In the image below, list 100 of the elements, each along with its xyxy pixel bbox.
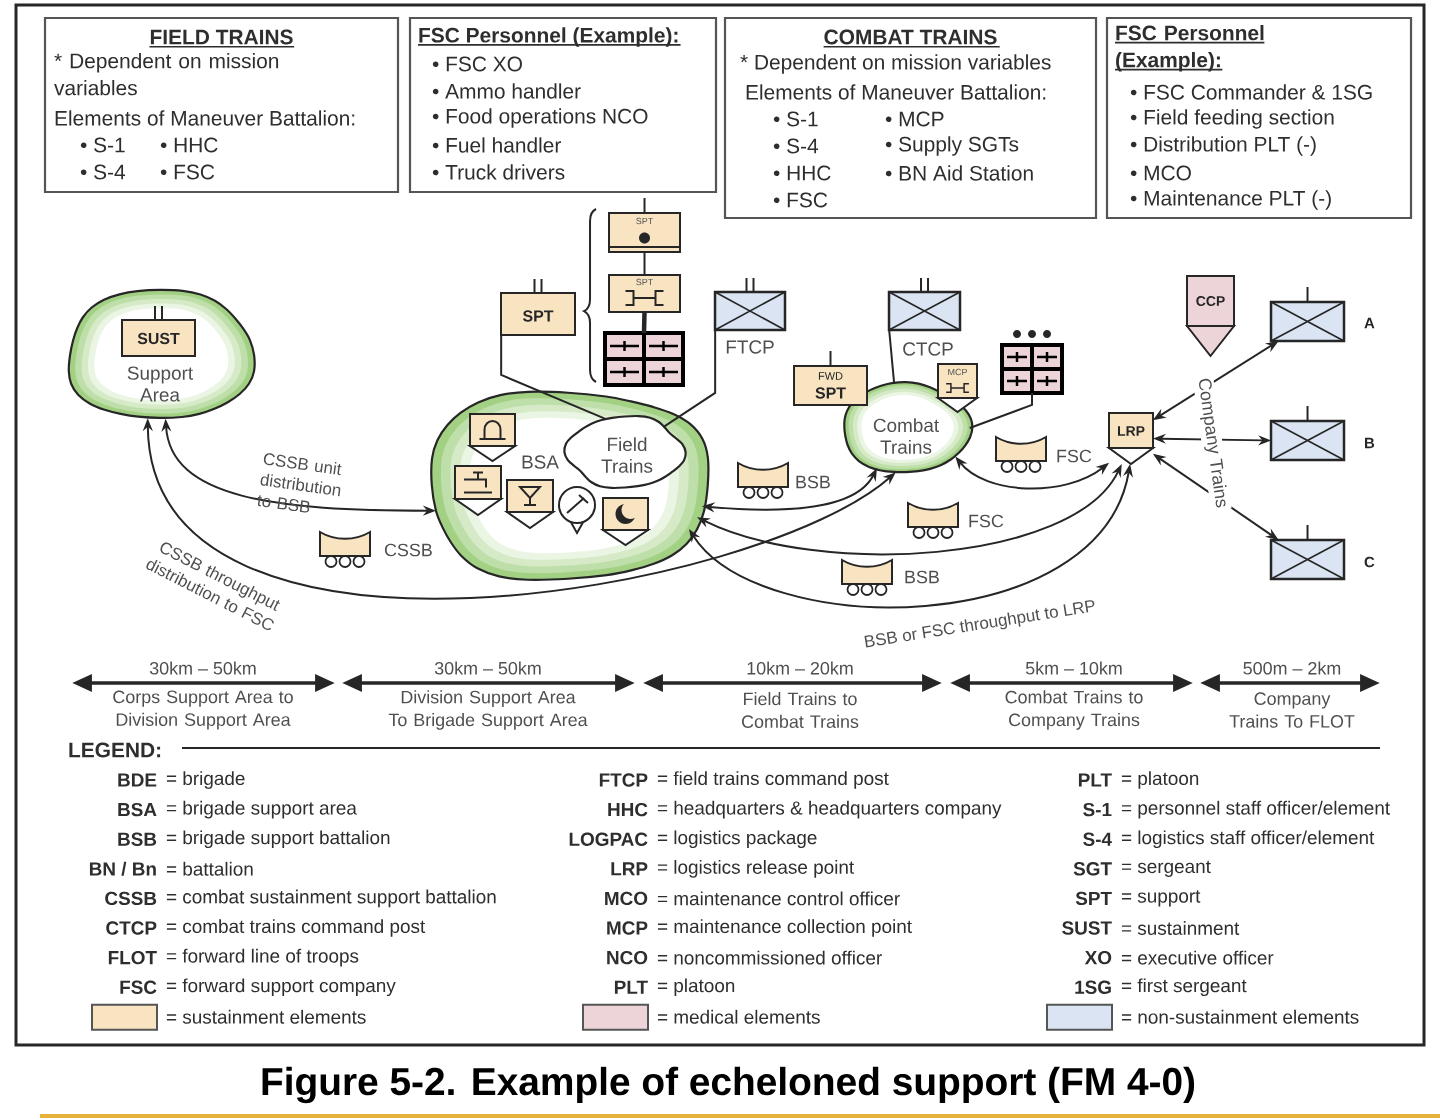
company-letter: C	[1364, 556, 1375, 568]
list-item: • FSC	[160, 164, 215, 180]
legend-text: = medical elements	[657, 1009, 820, 1024]
list-item: • S-1	[773, 111, 818, 127]
span-label: Division Support Area To Brigade Support Area	[388, 690, 588, 730]
definition: = maintenance collection point	[657, 919, 912, 937]
span-label: Combat Trains to Company Trains	[1005, 690, 1143, 730]
abbreviation: PLT	[614, 980, 648, 994]
medical-symbol	[603, 331, 685, 387]
definition: = combat trains command post	[166, 919, 426, 937]
definition: = logistics package	[657, 830, 817, 849]
list-item: • BN Aid Station	[885, 165, 1033, 181]
unit-box: SPT	[500, 292, 576, 336]
edge-label: BSB or FSC throughput to LRP	[864, 600, 1095, 648]
abbreviation: MCP	[607, 921, 648, 935]
list-item: • Supply SGTs	[885, 136, 1019, 156]
definition: = sustainment	[1121, 921, 1240, 935]
unit-label: FTCP	[726, 340, 774, 354]
legend-text: = sustainment elements	[166, 1009, 366, 1024]
unit-label: CSSB	[384, 543, 432, 557]
span-label: Field Trains to Combat Trains	[742, 692, 859, 728]
distance-label: 500m – 2km	[1243, 661, 1341, 675]
unit-label: BSB	[796, 475, 830, 489]
caption: Figure 5-2. Example of echeloned support (FM 4-0)	[262, 1066, 1195, 1104]
abbreviation: CTCP	[106, 921, 157, 935]
connector-line	[643, 250, 646, 277]
definition: = platoon	[1121, 771, 1199, 789]
box-heading: FIELD TRAINS	[148, 29, 295, 48]
definition: = battalion	[166, 861, 253, 876]
company-letter: A	[1364, 317, 1375, 329]
definition: = maintenance control officer	[657, 891, 900, 906]
list-item: • Food operations NCO	[432, 108, 648, 128]
list-item: • HHC	[773, 165, 831, 181]
abbreviation: HHC	[608, 802, 648, 817]
abbreviation: FSC	[120, 980, 157, 994]
list-item: • FSC XO	[432, 56, 522, 72]
definition: = logistics release point	[657, 860, 855, 878]
unit-label: BSB	[905, 570, 939, 584]
span-label: Company Trains To FLOT	[1229, 692, 1355, 728]
list-item: • S-4	[773, 138, 819, 154]
connector-line	[641, 311, 647, 334]
list-item: • MCO	[1130, 165, 1191, 181]
list-item: • S-1	[80, 137, 125, 153]
box-heading: FSC Personnel (Example):	[417, 27, 682, 47]
abbreviation: FLOT	[108, 950, 157, 965]
definition: = first sergeant	[1121, 978, 1247, 997]
list-item: • MCP	[885, 111, 944, 127]
abbreviation: LOGPAC	[569, 832, 648, 846]
abbreviation: XO	[1084, 950, 1112, 965]
unit-label: CTCP	[903, 342, 953, 356]
definition: = forward support company	[166, 978, 396, 997]
definition: = forward line of troops	[166, 948, 359, 967]
box-heading: COMBAT TRAINS	[822, 29, 1001, 48]
definition: = support	[1121, 890, 1201, 907]
abbreviation: S-1	[1083, 802, 1112, 817]
list-item: • FSC Commander & 1SG	[1130, 84, 1372, 100]
abbreviation: BSA	[118, 802, 157, 817]
unit-box: FWD SPT	[793, 365, 868, 406]
definition: = sergeant	[1121, 860, 1211, 877]
abbreviation: SGT	[1073, 862, 1112, 876]
definition: = executive officer	[1121, 950, 1274, 965]
definition: = combat sustainment support battalion	[166, 889, 496, 908]
list-item: • HHC	[160, 137, 218, 153]
connector-line	[968, 391, 1033, 429]
abbreviation: S-4	[1083, 832, 1112, 846]
group-label: Company Trains	[1192, 374, 1232, 512]
box-heading: FSC Personnel (Example):	[1114, 25, 1266, 72]
connector-line	[663, 328, 717, 428]
list-item: • Field feeding section	[1130, 109, 1334, 129]
definition: = headquarters & headquarters company	[657, 800, 1002, 819]
definition: = brigade support battalion	[166, 830, 390, 849]
span-label: Corps Support Area to Division Support Area	[113, 690, 293, 730]
legend-text: = non-sustainment elements	[1121, 1009, 1359, 1024]
list-item: • Fuel handler	[432, 137, 561, 153]
definition: = platoon	[657, 978, 735, 997]
definition: = noncommissioned officer	[657, 950, 882, 965]
connector-line	[500, 333, 608, 421]
note-text: * Dependent on mission variables	[740, 54, 1051, 74]
list-item: • Truck drivers	[432, 164, 565, 180]
unit-label: FSC	[1057, 449, 1092, 463]
abbreviation: MCO	[605, 891, 648, 906]
unit-box: SPT	[608, 212, 681, 253]
abbreviation: SUST	[1062, 921, 1112, 935]
abbreviation: 1SG	[1075, 980, 1111, 994]
unit-box: SPT	[608, 274, 681, 313]
abbreviation: BSB	[118, 832, 157, 846]
definition: = brigade	[166, 771, 245, 789]
distance-label: 30km – 50km	[434, 661, 541, 675]
abbreviation: NCO	[607, 950, 648, 965]
abbreviation: SPT	[1075, 891, 1112, 906]
distance-label: 5km – 10km	[1025, 661, 1122, 675]
list-item: • Maintenance PLT (-)	[1130, 190, 1331, 210]
abbreviation: LRP	[611, 862, 648, 876]
abbreviation: CSSB	[105, 891, 157, 906]
subheading: Elements of Maneuver Battalion:	[55, 110, 355, 126]
list-item: • Ammo handler	[432, 83, 581, 99]
unit-label: FSC	[969, 514, 1004, 528]
abbreviation: FTCP	[599, 773, 648, 787]
company-letter: B	[1365, 437, 1375, 449]
abbreviation: BDE	[118, 773, 157, 787]
